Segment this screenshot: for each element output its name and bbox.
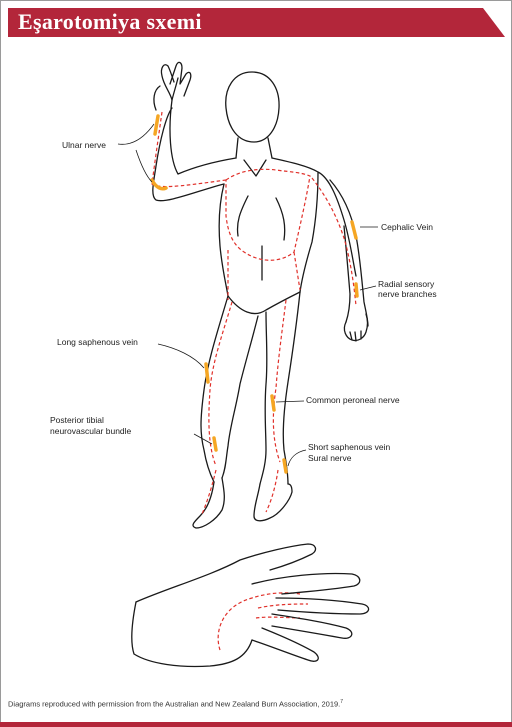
- foot-right: [193, 478, 224, 528]
- footer-text: Diagrams reproduced with permission from…: [8, 700, 340, 709]
- highlight-posterior-tibial: [214, 438, 216, 450]
- label-ulnar-nerve: Ulnar nerve: [62, 140, 106, 150]
- label-sural-nerve: Sural nerve: [308, 453, 351, 463]
- label-posterior-tibial-2: neurovascular bundle: [50, 426, 131, 436]
- highlight-long-saphenous: [206, 364, 208, 382]
- highlight-common-peroneal: [272, 396, 274, 410]
- hand-outline: [132, 544, 369, 667]
- leader-lines: [118, 124, 378, 466]
- highlight-ulnar-elbow: [152, 180, 166, 189]
- leader-long-saphenous: [158, 344, 204, 368]
- title-corner-cut: [483, 8, 505, 37]
- head: [226, 72, 279, 142]
- hanging-hand: [344, 314, 367, 341]
- raised-arm: [153, 78, 236, 201]
- escharotomy-diagram: [0, 40, 512, 700]
- raised-hand: [154, 62, 191, 110]
- highlight-ulnar-wrist: [155, 116, 158, 134]
- neck: [236, 138, 272, 158]
- label-short-saphenous: Short saphenous vein: [308, 442, 390, 452]
- highlight-cephalic: [352, 222, 356, 238]
- incision-foot-left: [266, 470, 278, 512]
- bottom-accent-bar: [0, 722, 512, 727]
- leg-right: [201, 296, 258, 482]
- label-radial-sensory-2: nerve branches: [378, 289, 437, 299]
- incision-lines: [152, 112, 356, 650]
- leader-common-peroneal: [276, 401, 304, 402]
- leader-ulnar: [118, 124, 154, 182]
- hanging-arm: [330, 180, 368, 326]
- label-radial-sensory-1: Radial sensory: [378, 279, 434, 289]
- attribution-footer: Diagrams reproduced with permission from…: [8, 699, 343, 709]
- label-cephalic-vein: Cephalic Vein: [381, 222, 433, 232]
- page-title: Eşarotomiya sxemi: [18, 9, 202, 35]
- torso: [219, 158, 356, 296]
- highlight-radial: [356, 284, 357, 296]
- highlight-sural: [284, 460, 286, 472]
- pelvis: [228, 292, 300, 314]
- foot-left: [254, 484, 292, 521]
- label-common-peroneal: Common peroneal nerve: [306, 395, 400, 405]
- label-posterior-tibial-1: Posterior tibial: [50, 415, 104, 425]
- incision-foot-right: [202, 470, 216, 514]
- incision-leg-left: [273, 300, 286, 462]
- title-banner: Eşarotomiya sxemi: [8, 8, 505, 37]
- hand-palm: [132, 602, 252, 667]
- footer-ref: 7: [340, 699, 343, 705]
- label-long-saphenous: Long saphenous vein: [57, 337, 138, 347]
- chest-lines: [237, 160, 284, 280]
- incision-chest: [226, 169, 310, 300]
- leader-sural: [288, 450, 306, 466]
- incision-raised-arm: [152, 112, 226, 187]
